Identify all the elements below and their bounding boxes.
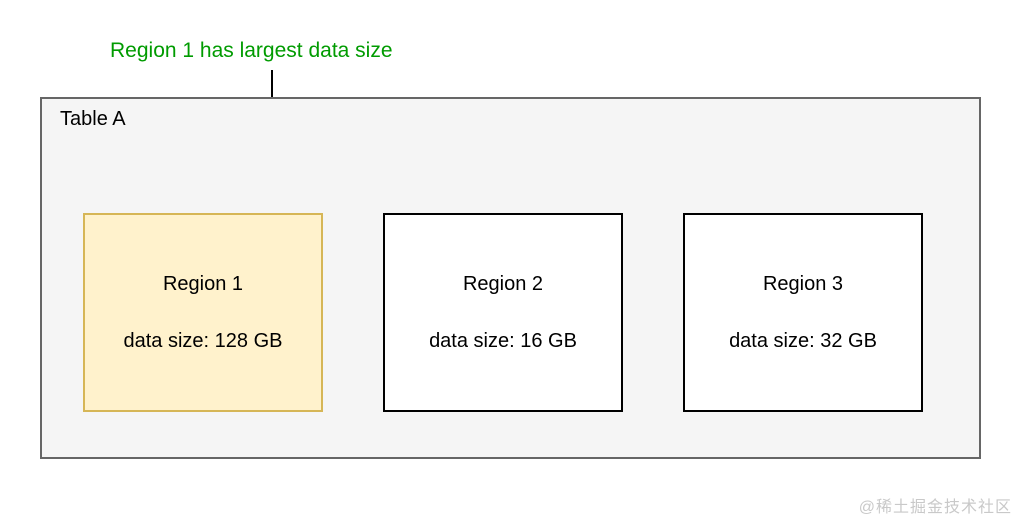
region-1-box: Region 1 data size: 128 GB (83, 213, 323, 412)
annotation-label: Region 1 has largest data size (110, 39, 393, 62)
table-a-label: Table A (60, 108, 126, 130)
table-a-container: Table A Region 1 data size: 128 GB Regio… (40, 97, 981, 459)
region-3-name: Region 3 (762, 272, 844, 295)
watermark: @稀土掘金技术社区 (858, 499, 1012, 516)
region-2-name: Region 2 (462, 272, 544, 295)
region-3-box: Region 3 data size: 32 GB (683, 213, 923, 412)
region-1-name: Region 1 (162, 272, 244, 295)
region-3-data-size: data size: 32 GB (729, 329, 877, 352)
region-2-data-size: data size: 16 GB (429, 329, 577, 352)
region-2-box: Region 2 data size: 16 GB (383, 213, 623, 412)
region-1-data-size: data size: 128 GB (123, 329, 283, 352)
